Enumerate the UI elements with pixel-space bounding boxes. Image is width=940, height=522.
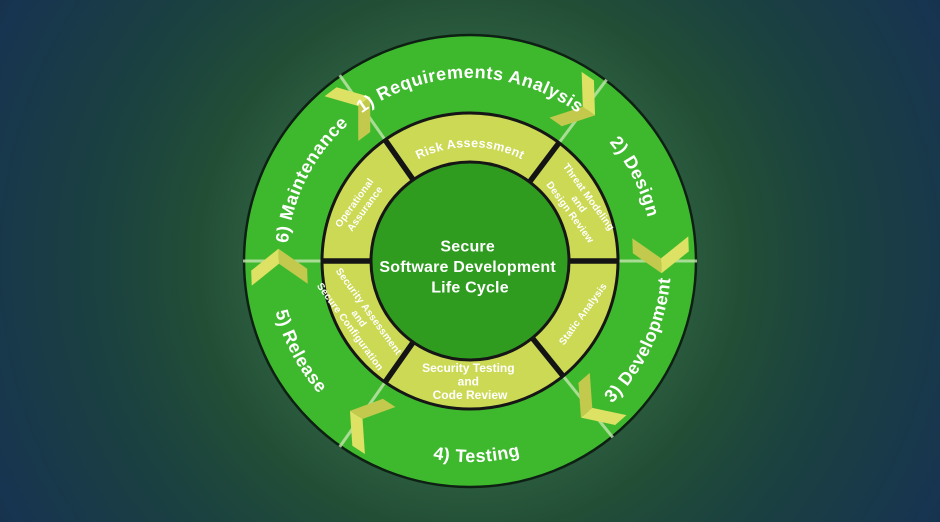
divider-inner-1 bbox=[526, 140, 562, 185]
inner-practice-dividers bbox=[321, 137, 619, 385]
divider-inner-6 bbox=[382, 137, 417, 183]
divider-inner-3 bbox=[529, 335, 566, 379]
center-title: Secure Software Development Life Cycle bbox=[379, 239, 560, 297]
practice-label-security-testing: Security Testing and Code Review bbox=[422, 361, 518, 402]
divider-inner-4 bbox=[382, 339, 417, 385]
center-circle bbox=[369, 160, 571, 362]
